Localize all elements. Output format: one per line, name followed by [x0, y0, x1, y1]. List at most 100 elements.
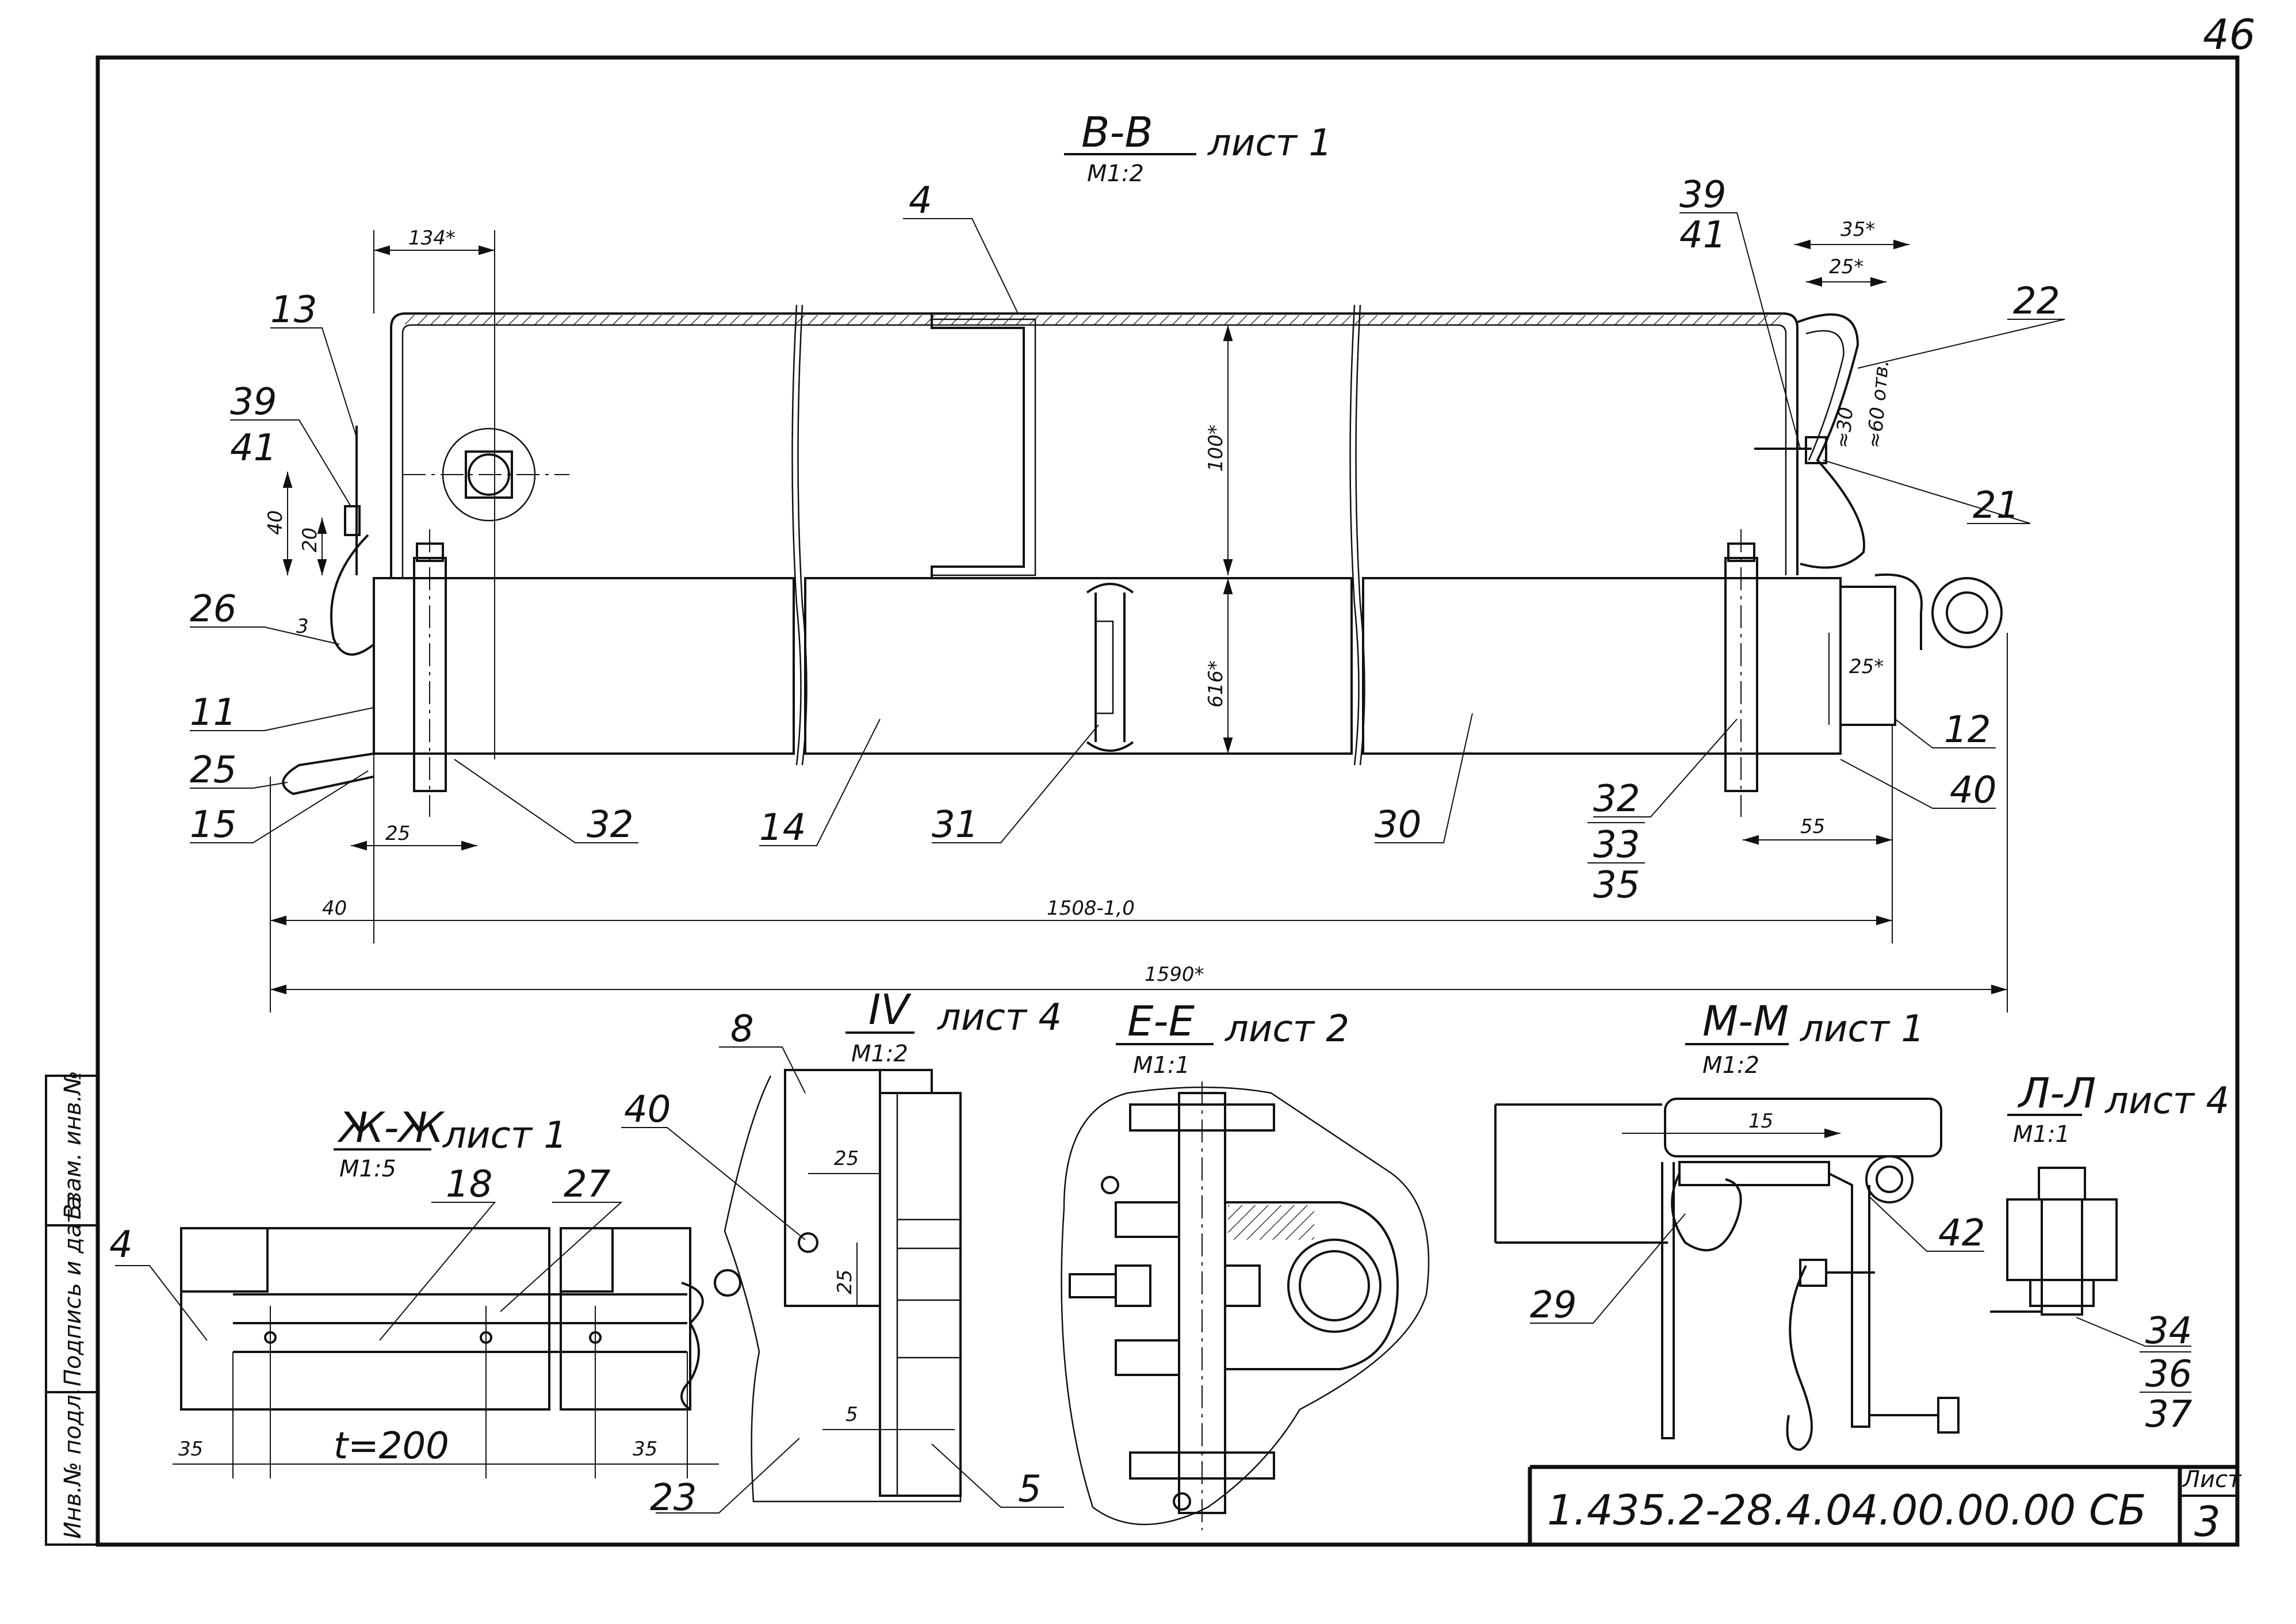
ll-washer-right — [2081, 1198, 2118, 1281]
iv-hole-40 — [798, 1232, 818, 1253]
pos-m42: 42 — [1938, 1212, 1985, 1255]
pos-4: 4 — [909, 179, 932, 222]
view-ee-ref: лист 2 — [1224, 1008, 1349, 1050]
view-ee: Е-Е М1:1 лист 2 — [1061, 997, 1430, 1530]
nut-left — [465, 450, 513, 499]
pos-m29: 29 — [1530, 1284, 1576, 1327]
ll-nut-top — [2038, 1167, 2086, 1201]
iv-plate-8 — [784, 1069, 881, 1307]
dim-40b: 40 — [322, 897, 347, 920]
dim-25r: 25* — [1849, 655, 1884, 678]
dim-30: ≈30 — [1831, 406, 1858, 449]
view-ll: Л-Л М1:1 лист 4 34 36 37 — [1990, 1069, 2229, 1436]
leader-4 — [903, 218, 1019, 314]
pos-11: 11 — [190, 691, 236, 734]
mm-roller — [1865, 1155, 1914, 1203]
mm-seal-hatch — [1678, 1161, 1830, 1186]
sheet-number: 3 — [2194, 1497, 2221, 1546]
ee-outline — [1061, 1086, 1430, 1526]
dim-35s: 35* — [1840, 218, 1875, 241]
ee-bushing-inner — [1299, 1250, 1370, 1321]
mm-spring — [1786, 1265, 1813, 1451]
view-bb-ref: лист 1 — [1207, 122, 1332, 165]
ee-lug — [1225, 1201, 1399, 1370]
seal-26 — [330, 534, 375, 656]
leader-15 — [190, 770, 369, 843]
dim-3: 3 — [296, 615, 309, 638]
dim-1508: 1508-1,0 — [1047, 897, 1135, 920]
leader-z27 — [500, 1202, 623, 1312]
view-ll-ref: лист 4 — [2104, 1080, 2229, 1122]
upper-channel-inner — [401, 324, 1787, 578]
pos-22: 22 — [2013, 280, 2060, 323]
pos-12: 12 — [1944, 709, 1991, 751]
leader-iv8 — [719, 1046, 806, 1094]
zhzh-body-right — [560, 1227, 691, 1411]
side-stamp-strip — [45, 1075, 99, 1546]
profile-4-inner — [932, 318, 1036, 576]
insulation-block-right — [1362, 577, 1842, 755]
leader-13 — [270, 327, 357, 438]
pos-iv40: 40 — [624, 1088, 671, 1131]
pos-40a: 40 — [1950, 769, 1996, 812]
view-mm-scale: М1:2 — [1702, 1052, 1759, 1079]
break-line-3 — [1349, 304, 1360, 766]
dim-20: 20 — [299, 528, 322, 552]
joint-31 — [1086, 583, 1134, 752]
nut-right-inner — [1946, 591, 1988, 634]
view-ee-scale: М1:1 — [1133, 1052, 1190, 1079]
seal-25 — [282, 752, 374, 796]
mm-channel — [1664, 1098, 1942, 1157]
seal-22-inner — [1805, 330, 1845, 461]
ee-head-bot — [1129, 1451, 1275, 1480]
seal-22 — [1797, 313, 1865, 569]
pos-41a: 41 — [230, 427, 277, 469]
ee-cotter-bot — [1173, 1492, 1191, 1511]
pos-l34: 34 — [2145, 1310, 2192, 1352]
pos-14: 14 — [759, 807, 806, 849]
ee-washer-1 — [1115, 1201, 1180, 1238]
view-mm-ref: лист 1 — [1799, 1008, 1924, 1050]
pos-33: 33 — [1593, 824, 1640, 866]
pos-z18: 18 — [446, 1163, 492, 1206]
dim-100: 100* — [1204, 425, 1227, 472]
insulation-block-left — [373, 577, 795, 755]
joint-31-hatch — [1095, 620, 1114, 714]
view-zhzh: Ж-Ж М1:5 лист 1 35 t=200 35 4 18 27 — [109, 1103, 741, 1478]
iv-dim-5: 5 — [845, 1403, 858, 1426]
ee-lug-hatch — [1228, 1205, 1314, 1240]
view-bb: В-В М1:2 лист 1 — [190, 108, 2065, 1012]
leader-39b — [1679, 212, 1801, 449]
view-ll-scale: М1:1 — [2013, 1121, 2070, 1148]
pos-25: 25 — [190, 749, 236, 792]
leader-m29 — [1530, 1213, 1686, 1324]
pos-l36: 36 — [2145, 1353, 2192, 1396]
outer-frame — [95, 55, 2240, 1547]
document-code: 1.435.2-28.4.04.00.00.00 СБ — [1547, 1486, 2146, 1534]
pos-13: 13 — [270, 289, 317, 331]
iv-dim-25b: 25 — [833, 1270, 856, 1294]
leader-25 — [190, 782, 288, 789]
pos-26: 26 — [190, 588, 236, 631]
ll-washer-left — [2006, 1198, 2043, 1281]
pos-15: 15 — [190, 804, 236, 846]
zhzh-insulation-right — [560, 1227, 614, 1293]
channel-top-hatch — [403, 315, 1783, 324]
leader-iv5 — [931, 1443, 1064, 1508]
pos-iv8: 8 — [730, 1008, 754, 1050]
iv-part-5 — [879, 1092, 962, 1497]
view-iv-scale: М1:2 — [851, 1041, 908, 1067]
leader-21 — [1823, 460, 2031, 524]
leader-z4 — [115, 1265, 208, 1341]
side-stamp-1: Инв.№ подл. — [60, 1388, 86, 1539]
mm-plate-vertical — [1661, 1162, 1675, 1439]
pos-z27: 27 — [564, 1163, 611, 1206]
pos-21: 21 — [1973, 484, 2019, 527]
view-iv-ref: лист 4 — [936, 996, 1062, 1039]
pos-32a: 32 — [587, 804, 633, 846]
ee-head-top — [1129, 1103, 1275, 1132]
leader-39a — [230, 419, 351, 507]
leader-iv40 — [621, 1127, 806, 1240]
zhzh-dim-35a: 35 — [178, 1438, 203, 1461]
